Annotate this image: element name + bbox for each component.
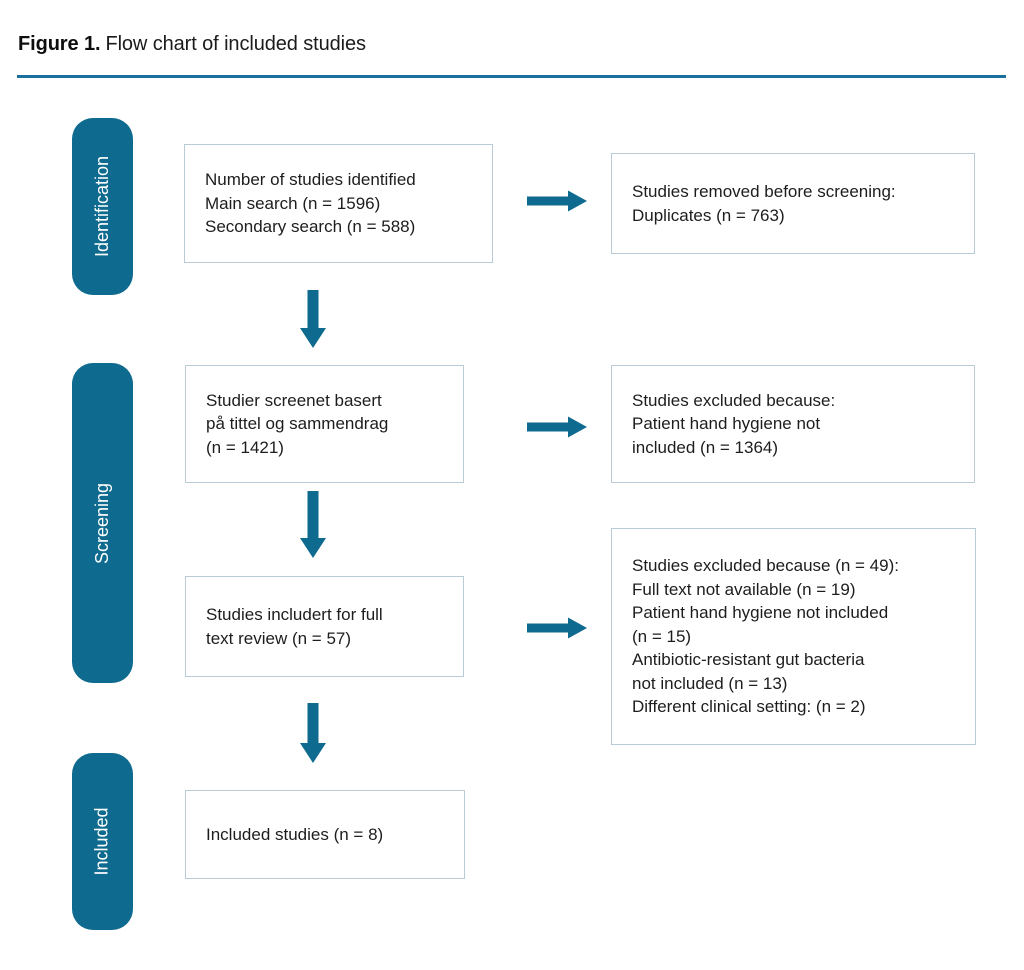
arrow-down-icon xyxy=(300,703,326,763)
stage-pill-identification: Identification xyxy=(72,118,133,295)
stage-pill-included: Included xyxy=(72,753,133,930)
box-included-studies: Included studies (n = 8) xyxy=(185,790,465,879)
box-line: text review (n = 57) xyxy=(206,628,352,648)
stage-label-identification: Identification xyxy=(92,155,113,258)
box-line: Patient hand hygiene not included xyxy=(632,603,889,623)
box-full-text-review: Studies includert for full text review (… xyxy=(185,576,464,677)
stage-label-screening: Screening xyxy=(92,482,112,564)
box-excluded-full-text: Studies excluded because (n = 49): Full … xyxy=(611,528,976,745)
box-line: Full text not available (n = 19) xyxy=(632,579,856,599)
box-line: Duplicates (n = 763) xyxy=(632,205,785,225)
arrow-right-icon xyxy=(527,189,587,213)
box-line: included (n = 1364) xyxy=(632,437,779,457)
stage-pill-screening: Screening xyxy=(72,363,133,683)
box-studies-screened: Studier screenet basert på tittel og sam… xyxy=(185,365,464,483)
box-line: Main search (n = 1596) xyxy=(205,193,381,213)
title-divider xyxy=(17,75,1006,78)
box-studies-identified: Number of studies identified Main search… xyxy=(184,144,493,263)
arrow-down-icon xyxy=(300,290,326,348)
box-excluded-title-abstract: Studies excluded because: Patient hand h… xyxy=(611,365,975,483)
arrow-right-icon xyxy=(527,616,587,640)
stage-label-included: Included xyxy=(92,807,112,876)
box-line: Included studies (n = 8) xyxy=(206,824,384,844)
box-line: Studies includert for full xyxy=(206,605,383,624)
figure-caption: Flow chart of included studies xyxy=(105,33,366,55)
box-line: på tittel og sammendrag xyxy=(206,414,389,434)
box-line: (n = 15) xyxy=(632,626,692,646)
box-line: Different clinical setting: (n = 2) xyxy=(632,697,866,717)
arrow-right-icon xyxy=(527,415,587,439)
box-line: Studies removed before screening: xyxy=(632,182,896,201)
box-line: Studies excluded because: xyxy=(632,390,836,410)
box-line: Antibiotic-resistant gut bacteria xyxy=(632,650,865,670)
box-line: (n = 1421) xyxy=(206,437,284,457)
box-line: Studier screenet basert xyxy=(206,390,382,410)
box-line: Patient hand hygiene not xyxy=(632,414,821,434)
box-line: Secondary search (n = 588) xyxy=(205,217,416,237)
box-line: Studies excluded because (n = 49): xyxy=(632,556,899,576)
box-removed-duplicates: Studies removed before screening: Duplic… xyxy=(611,153,975,254)
figure-title: Figure 1.Flow chart of included studies xyxy=(18,33,366,56)
arrow-down-icon xyxy=(300,491,326,558)
figure-number-label: Figure 1. xyxy=(18,33,101,55)
box-line: not included (n = 13) xyxy=(632,673,788,693)
box-line: Number of studies identified xyxy=(205,170,416,190)
